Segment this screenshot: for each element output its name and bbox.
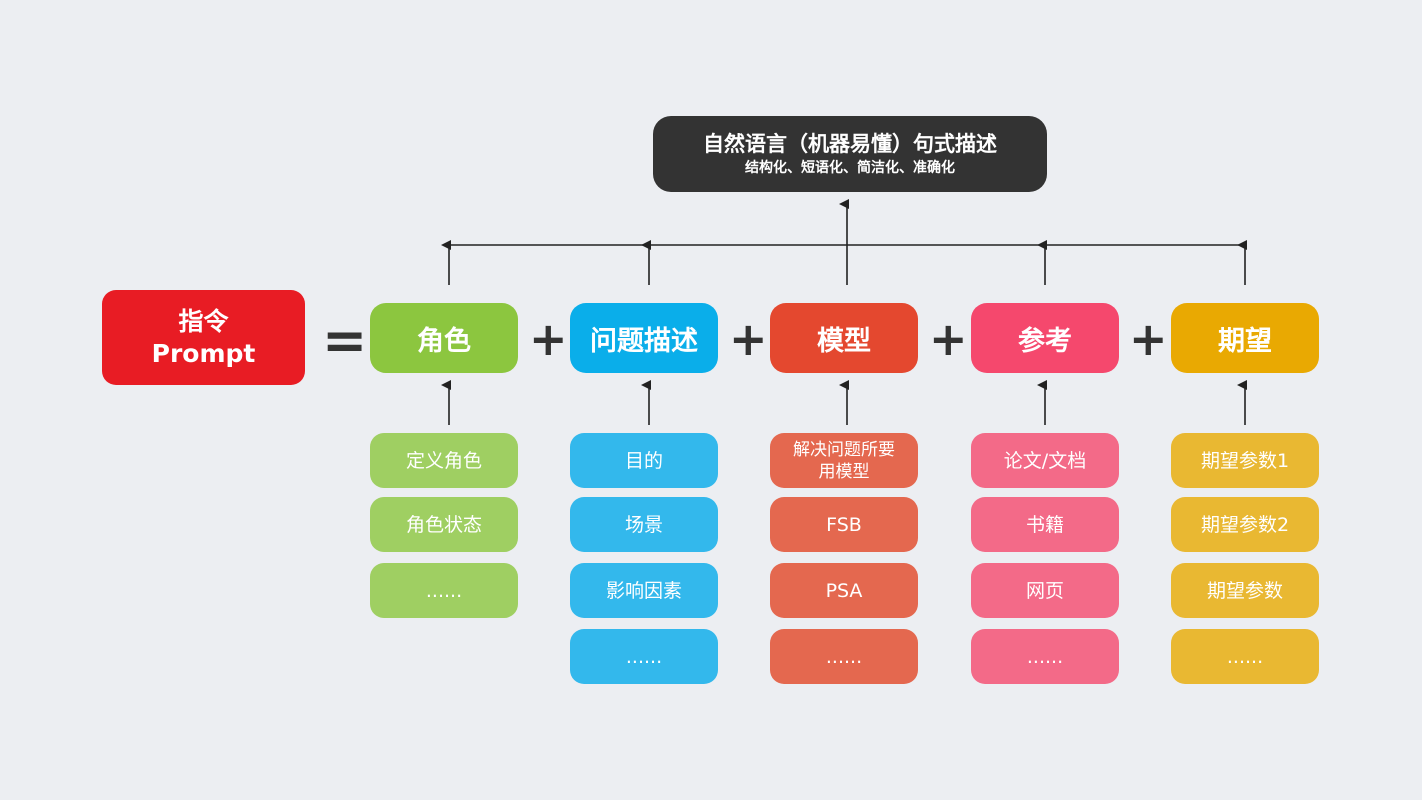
item-reference: ...... — [971, 629, 1119, 684]
item-role: ...... — [370, 563, 518, 618]
item-model: FSB — [770, 497, 918, 552]
item-expectation: 期望参数 — [1171, 563, 1319, 618]
item-reference: 书籍 — [971, 497, 1119, 552]
item-expectation: 期望参数2 — [1171, 497, 1319, 552]
item-reference: 网页 — [971, 563, 1119, 618]
column-header-reference: 参考 — [971, 303, 1119, 373]
item-role: 角色状态 — [370, 497, 518, 552]
prompt-label-en: Prompt — [151, 338, 256, 368]
top-title: 自然语言（机器易懂）句式描述 — [703, 132, 997, 156]
item-problem: 场景 — [570, 497, 718, 552]
natural-language-box: 自然语言（机器易懂）句式描述 结构化、短语化、简洁化、准确化 — [653, 116, 1047, 192]
item-role: 定义角色 — [370, 433, 518, 488]
plus-sign: + — [1129, 312, 1168, 366]
item-reference: 论文/文档 — [971, 433, 1119, 488]
prompt-box: 指令 Prompt — [102, 290, 305, 385]
item-problem: 目的 — [570, 433, 718, 488]
item-expectation: 期望参数1 — [1171, 433, 1319, 488]
column-header-role: 角色 — [370, 303, 518, 373]
item-model: PSA — [770, 563, 918, 618]
column-header-expectation: 期望 — [1171, 303, 1319, 373]
item-expectation: ...... — [1171, 629, 1319, 684]
item-problem: 影响因素 — [570, 563, 718, 618]
prompt-label-cn: 指令 — [178, 306, 229, 336]
equals-sign: = — [322, 309, 368, 372]
column-header-problem: 问题描述 — [570, 303, 718, 373]
plus-sign: + — [929, 312, 968, 366]
column-header-model: 模型 — [770, 303, 918, 373]
item-model: ...... — [770, 629, 918, 684]
plus-sign: + — [529, 312, 568, 366]
item-problem: ...... — [570, 629, 718, 684]
plus-sign: + — [729, 312, 768, 366]
item-model: 解决问题所要用模型 — [770, 433, 918, 488]
top-subtitle: 结构化、短语化、简洁化、准确化 — [745, 160, 955, 176]
